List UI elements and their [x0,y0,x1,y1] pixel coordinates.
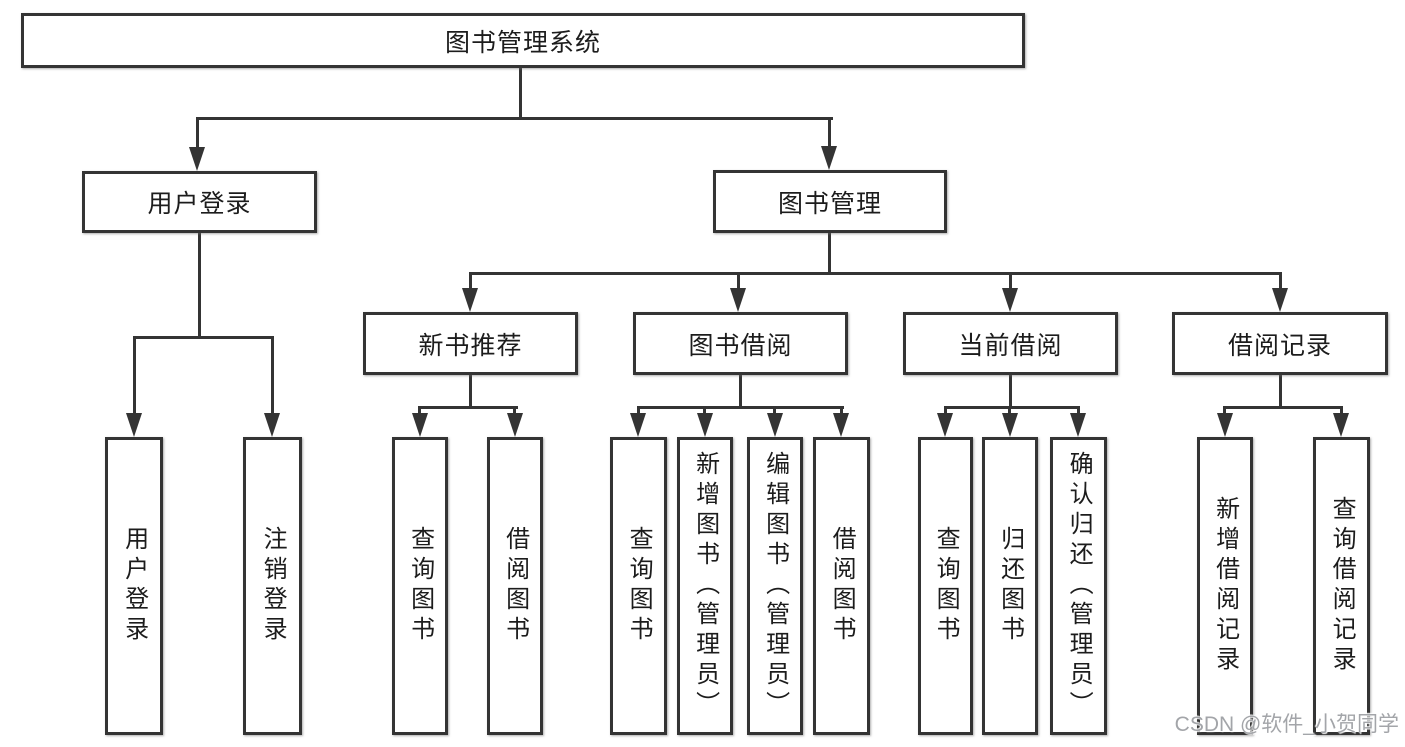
arrowhead [189,147,205,171]
connector-line [1009,272,1012,290]
connector-line [1009,375,1012,409]
connector-line [418,406,518,409]
connector-line [418,406,421,418]
leaf-borrowing-query-book-label: 查询图书 [625,526,653,646]
node-user-login: 用户登录 [82,171,317,233]
leaf-recommend-borrow-book-label: 借阅图书 [501,526,529,646]
arrowhead [630,413,646,437]
connector-line [944,406,947,418]
connector-line [840,406,843,418]
node-user-login-label: 用户登录 [147,190,252,218]
connector-line [637,406,640,418]
arrowhead [412,413,428,437]
leaf-user-login-label: 用户登录 [120,526,148,646]
leaf-borrowing-borrow-book-label: 借阅图书 [828,526,856,646]
connector-line [196,117,833,120]
arrowhead [264,413,280,437]
connector-line [637,406,844,409]
connector-line [469,375,472,409]
leaf-current-confirm-return-admin-label: 确认归还（管理员） [1065,451,1093,721]
node-book-management-label: 图书管理 [777,189,882,218]
connector-line [133,336,274,339]
node-root: 图书管理系统 [21,13,1025,68]
connector-line [1223,406,1226,418]
leaf-current-confirm-return-admin: 确认归还（管理员） [1050,437,1107,735]
node-borrow-records-label: 借阅记录 [1227,331,1332,360]
leaf-current-query-book-label: 查询图书 [932,526,960,646]
arrowhead [1217,413,1233,437]
arrowhead [462,288,478,312]
connector-line [739,375,742,409]
arrowhead [833,413,849,437]
arrowhead [126,413,142,437]
node-book-management: 图书管理 [713,170,947,233]
arrowhead [1002,288,1018,312]
connector-line [1008,406,1011,418]
leaf-recommend-query-book: 查询图书 [392,437,448,735]
connector-line [828,233,831,275]
arrowhead [697,413,713,437]
connector-line [1279,375,1282,409]
connector-line [1279,272,1282,290]
arrowhead [507,413,523,437]
connector-line [198,233,201,339]
leaf-current-return-book: 归还图书 [982,437,1038,735]
connector-line [519,68,522,120]
leaf-borrowing-edit-book-admin-label: 编辑图书（管理员） [761,451,789,721]
watermark: CSDN @软件_小贺同学 [1174,713,1399,736]
leaf-recommend-borrow-book: 借阅图书 [487,437,543,735]
arrowhead [821,146,837,170]
arrowhead [937,413,953,437]
arrowhead [1002,413,1018,437]
leaf-borrowing-query-book: 查询图书 [610,437,667,735]
arrowhead [1070,413,1086,437]
leaf-records-add-record: 新增借阅记录 [1197,437,1253,735]
node-root-label: 图书管理系统 [444,28,601,57]
leaf-logout-label: 注销登录 [259,526,287,646]
leaf-borrowing-borrow-book: 借阅图书 [813,437,870,735]
connector-line [469,272,472,290]
arrowhead [730,288,746,312]
connector-line [944,406,1080,409]
node-new-book-recommend-label: 新书推荐 [418,331,523,360]
connector-line [1223,406,1343,409]
node-new-book-recommend: 新书推荐 [363,312,578,375]
leaf-records-query-record-label: 查询借阅记录 [1328,496,1356,676]
node-book-borrowing: 图书借阅 [633,312,848,375]
node-current-borrowing-label: 当前借阅 [958,331,1063,360]
leaf-records-add-record-label: 新增借阅记录 [1211,496,1239,676]
connector-line [513,406,516,418]
node-borrow-records: 借阅记录 [1172,312,1388,375]
arrowhead [1333,413,1349,437]
leaf-user-login: 用户登录 [105,437,163,735]
leaf-current-return-book-label: 归还图书 [996,526,1024,646]
connector-line [773,406,776,418]
leaf-recommend-query-book-label: 查询图书 [406,526,434,646]
connector-line [271,336,274,416]
leaf-current-query-book: 查询图书 [918,437,973,735]
connector-line [737,272,740,290]
connector-line [828,117,831,150]
connector-line [1340,406,1343,418]
connector-line [196,117,199,150]
node-book-borrowing-label: 图书借阅 [688,331,793,360]
leaf-borrowing-add-book-admin-label: 新增图书（管理员） [691,451,719,721]
arrowhead [767,413,783,437]
leaf-borrowing-edit-book-admin: 编辑图书（管理员） [747,437,803,735]
node-current-borrowing: 当前借阅 [903,312,1118,375]
arrowhead [1272,288,1288,312]
leaf-logout: 注销登录 [243,437,302,735]
connector-line [133,336,136,416]
leaf-borrowing-add-book-admin: 新增图书（管理员） [677,437,733,735]
connector-line [469,272,1282,275]
leaf-records-query-record: 查询借阅记录 [1313,437,1370,735]
connector-line [1077,406,1080,418]
connector-line [703,406,706,418]
